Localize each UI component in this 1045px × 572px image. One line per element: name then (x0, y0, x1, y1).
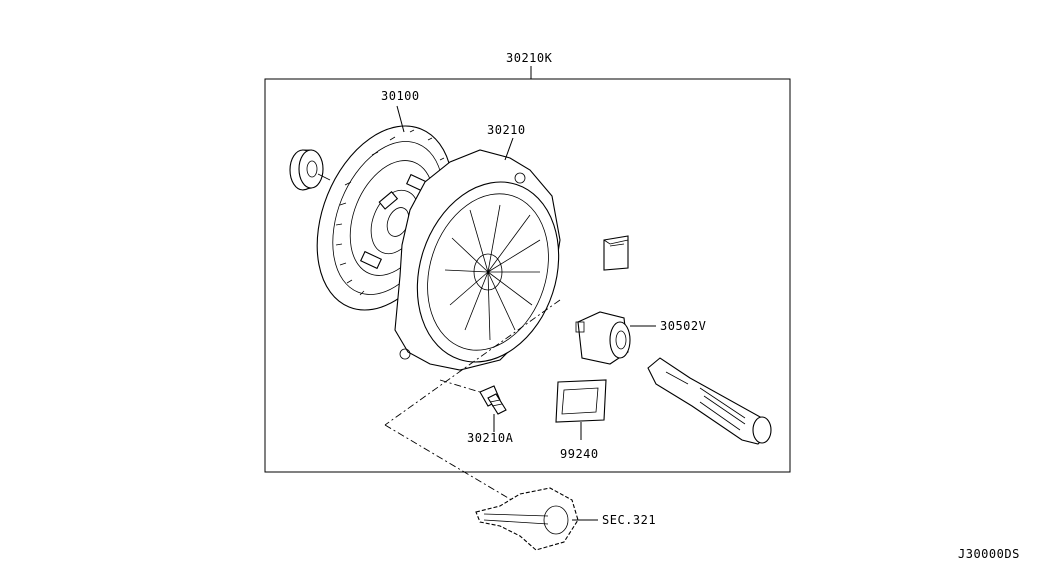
label-SEC321[interactable]: SEC.321 (602, 513, 656, 527)
label-30502V[interactable]: 30502V (660, 319, 706, 333)
release-fork[interactable] (475, 487, 579, 551)
assembly-centerline (384, 299, 561, 506)
label-99240[interactable]: 99240 (560, 447, 599, 461)
disc-leader (396, 105, 405, 133)
release-bearing[interactable] (575, 311, 631, 365)
pilot-bushing[interactable] (289, 149, 331, 191)
kit-frame (264, 78, 791, 473)
input-shaft[interactable] (647, 357, 772, 445)
clutch-cover[interactable] (394, 149, 581, 381)
grease-packet[interactable] (555, 379, 607, 423)
label-30210[interactable]: 30210 (487, 123, 526, 137)
label-30100[interactable]: 30100 (381, 89, 420, 103)
label-30210A[interactable]: 30210A (467, 431, 514, 445)
drawing-code: J30000DS (958, 547, 1020, 561)
instruction-sheet[interactable] (603, 235, 629, 271)
cover-bolt[interactable] (479, 385, 507, 415)
label-30210K[interactable]: 30210K (506, 51, 553, 65)
cover-leader (504, 137, 514, 161)
